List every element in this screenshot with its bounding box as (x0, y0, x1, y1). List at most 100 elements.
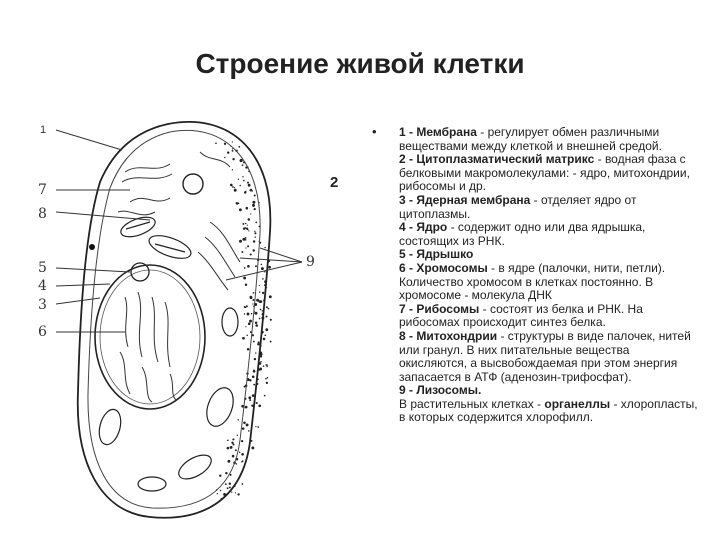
granule (245, 191, 246, 192)
granule (254, 358, 256, 360)
granule (246, 305, 248, 307)
granule (257, 343, 260, 346)
granule (261, 267, 264, 270)
desc-item: 5 - Ядрышко (399, 248, 699, 262)
granule (236, 202, 238, 204)
granule (250, 189, 253, 192)
granule (232, 158, 234, 160)
granule (255, 426, 256, 427)
granule (255, 352, 256, 353)
granule (263, 365, 265, 367)
granule (254, 194, 256, 196)
granule (248, 218, 251, 221)
granule (239, 240, 242, 243)
granule (237, 493, 239, 495)
desc-item: 9 - Лизосомы. (399, 384, 699, 398)
granule (238, 179, 239, 180)
granule (219, 475, 221, 477)
granule (253, 384, 255, 386)
granule (245, 406, 248, 409)
granule (245, 326, 246, 327)
granule (232, 150, 234, 152)
granule (260, 309, 262, 311)
granule (227, 151, 229, 153)
label-9: 9 (306, 254, 315, 270)
label-8: 8 (38, 206, 47, 222)
granule (235, 449, 237, 451)
granule (255, 322, 258, 325)
granule (217, 493, 218, 494)
granule (232, 186, 234, 188)
cell-diagram: 1 7 8 5 4 3 6 9 (30, 112, 360, 532)
granule (245, 307, 246, 308)
cell-membrane-inner (88, 130, 260, 508)
granule (227, 447, 230, 450)
granule (234, 189, 237, 192)
granule (264, 247, 266, 249)
granule (242, 427, 245, 430)
granule (246, 423, 249, 426)
granule (225, 483, 227, 485)
granule (235, 492, 236, 493)
granule (224, 157, 225, 158)
granule (252, 201, 255, 204)
granule (257, 426, 259, 428)
granule (243, 422, 246, 425)
granule (242, 164, 244, 166)
granule (270, 341, 272, 343)
granule (220, 490, 222, 492)
granule (248, 230, 249, 231)
granule (261, 264, 263, 266)
label-5: 5 (38, 260, 47, 276)
granule (265, 378, 267, 380)
granule (265, 364, 267, 366)
granule (258, 300, 261, 303)
cell-drawing: 1 7 8 5 4 3 6 9 (30, 112, 360, 532)
granule (252, 376, 255, 379)
granule (270, 319, 272, 321)
granule (252, 303, 253, 304)
cell-membrane (78, 122, 271, 518)
granule (241, 453, 244, 456)
granule (237, 435, 238, 436)
granule (255, 222, 257, 224)
slide-title: Строение живой клетки (0, 48, 720, 80)
granule (234, 187, 235, 188)
granule (259, 291, 260, 292)
granule (249, 379, 251, 381)
granule (247, 313, 250, 316)
granule (254, 208, 256, 210)
granule (250, 253, 252, 255)
granule (252, 249, 254, 251)
granule (231, 491, 232, 492)
granule (244, 267, 246, 269)
granule (232, 141, 233, 142)
desc-item: 6 - Хромосомы - в ядре (палочки, нити, п… (399, 262, 699, 303)
nucleus (95, 265, 205, 409)
granule (252, 299, 254, 301)
chromosomes (120, 292, 176, 402)
granule-dot (89, 244, 95, 250)
label-6: 6 (38, 324, 47, 340)
granule (253, 341, 255, 343)
endoplasmic-reticulum (118, 152, 240, 290)
granule (247, 182, 249, 184)
granule (255, 312, 258, 315)
granule (252, 204, 255, 207)
granule (254, 231, 255, 232)
granule (242, 337, 245, 340)
granule (260, 361, 261, 362)
granule (215, 142, 217, 144)
granule (247, 265, 250, 268)
granule (239, 452, 240, 453)
vacuole (183, 174, 203, 194)
granule (254, 232, 256, 234)
granule (243, 180, 245, 182)
granule (255, 265, 257, 267)
granule (224, 143, 226, 145)
granule (259, 318, 261, 320)
desc-item: В растительных клетках - органеллы - хло… (399, 398, 699, 425)
granule (246, 228, 248, 230)
granule (248, 430, 250, 432)
granule (250, 213, 251, 214)
